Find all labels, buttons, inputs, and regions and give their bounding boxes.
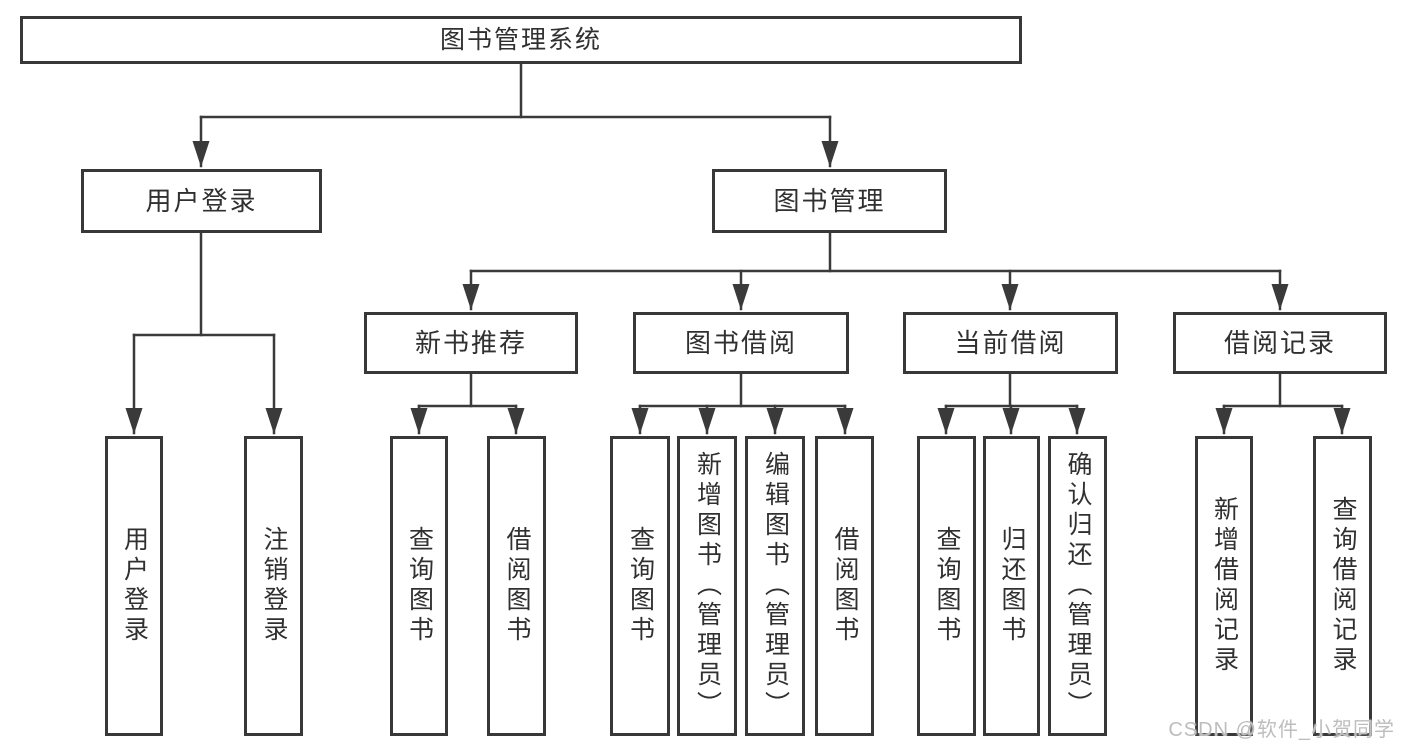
node-borrow-records: 借阅记录: [1173, 312, 1387, 374]
node-user-login: 用户登录: [81, 169, 322, 233]
node-new-book-recommend: 新书推荐: [364, 312, 578, 374]
watermark-csdn: CSDN @软件_小贺同学: [1168, 719, 1395, 741]
leaf-add-book-admin: 新增图书（管理员）: [677, 436, 737, 736]
node-root-library-system: 图书管理系统: [20, 16, 1022, 64]
leaf-recommend-borrow-books: 借阅图书: [487, 436, 546, 736]
leaf-add-borrow-record: 新增借阅记录: [1195, 436, 1253, 736]
leaf-borrow-books: 借阅图书: [815, 436, 874, 736]
leaf-current-query-books: 查询图书: [917, 436, 976, 736]
node-current-borrow: 当前借阅: [903, 312, 1118, 374]
leaf-return-books: 归还图书: [983, 436, 1040, 736]
node-book-management: 图书管理: [712, 169, 947, 233]
leaf-borrow-query-books: 查询图书: [610, 436, 670, 736]
leaf-confirm-return-admin: 确认归还（管理员）: [1048, 436, 1107, 736]
node-book-borrow: 图书借阅: [633, 312, 849, 374]
leaf-edit-book-admin: 编辑图书（管理员）: [745, 436, 805, 736]
leaf-recommend-query-books: 查询图书: [390, 436, 448, 736]
leaf-user-login: 用户登录: [105, 436, 163, 736]
leaf-logout-login: 注销登录: [244, 436, 303, 736]
leaf-query-borrow-record: 查询借阅记录: [1313, 436, 1372, 736]
